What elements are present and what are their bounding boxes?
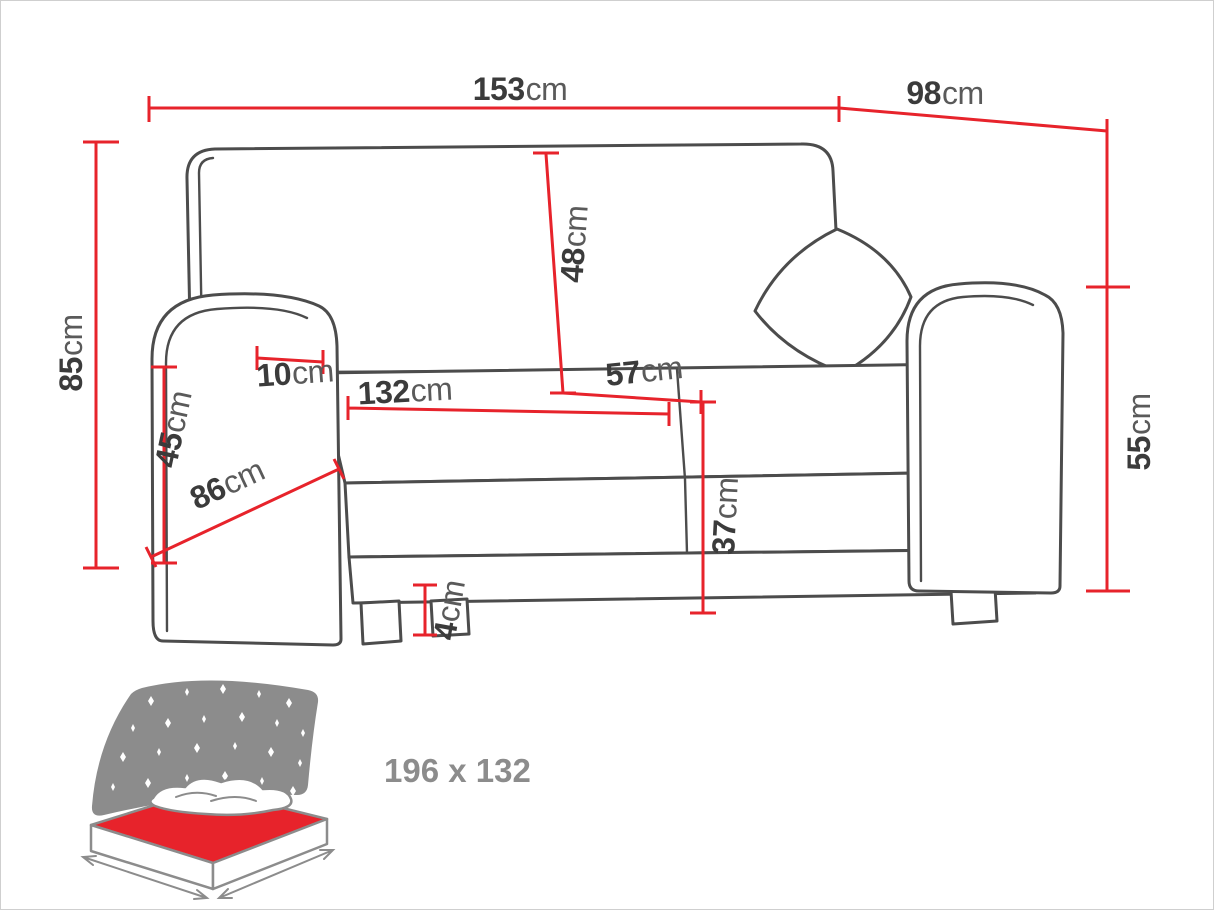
dim-line-seat-height	[690, 400, 716, 615]
dim-unit-total-depth: cm	[941, 75, 984, 111]
dim-value-side-height: 55	[1121, 436, 1157, 471]
sofa-backrest	[185, 142, 845, 375]
dim-label-total-depth: 98cm	[906, 75, 984, 111]
dim-line-total-depth	[838, 106, 1109, 143]
dim-line-total-height	[83, 140, 119, 570]
dim-unit-backrest-height: cm	[555, 204, 595, 249]
sofa-backrest-inner-edge	[197, 156, 215, 343]
dim-value-armrest-height: 45	[147, 429, 190, 471]
dim-value-seat-depth: 57	[603, 353, 642, 393]
dim-label-side-height: 55cm	[1121, 393, 1157, 471]
dim-unit-leg-height: cm	[429, 577, 472, 625]
dim-unit-seat-width: cm	[409, 370, 454, 409]
dim-value-backrest-height: 48	[553, 246, 592, 284]
dim-unit-armrest-width: cm	[290, 352, 335, 392]
dim-line-leg-height	[413, 583, 437, 637]
dim-value-seat-height: 37	[705, 519, 743, 556]
sofa-illustration	[150, 142, 1065, 647]
blanket	[149, 777, 293, 817]
dim-unit-total-width: cm	[525, 71, 568, 107]
dim-value-seat-width: 132	[356, 372, 411, 412]
dim-label-armrest-width: 10cm	[255, 352, 335, 394]
armrest-left	[150, 292, 343, 647]
dim-label-total-height: 85cm	[53, 314, 89, 392]
dim-label-seat-height: 37cm	[705, 476, 745, 556]
dim-value-total-depth: 98	[906, 75, 941, 111]
mattress-side-right	[211, 817, 329, 891]
dim-value-total-width: 153	[472, 71, 525, 107]
armrest-left-roll	[164, 306, 309, 633]
dim-line-armrest-height	[151, 365, 177, 565]
seat-front-seam	[683, 477, 689, 555]
seat-middle-seam	[675, 367, 687, 481]
dim-unit-seat-depth: cm	[639, 349, 685, 390]
dimension-lines	[83, 96, 1130, 637]
stars	[111, 684, 305, 796]
dim-value-total-height: 85	[53, 357, 89, 392]
dim-label-backrest-height: 48cm	[553, 204, 595, 284]
dim-line-armrest-width	[255, 346, 325, 374]
width-arrow	[216, 849, 336, 899]
dim-label-total-width: 153cm	[473, 73, 568, 105]
dim-unit-total-height: cm	[53, 314, 89, 357]
dim-label-seat-width: 132cm	[356, 370, 454, 412]
sleeping-size-label: 196 x 132	[384, 752, 531, 789]
dim-unit-seat-height: cm	[706, 476, 745, 520]
sofa-leg-middle	[429, 597, 471, 638]
armrest-right	[905, 281, 1065, 595]
dim-line-seat-width	[346, 396, 671, 426]
sleeping-area-icon	[80, 680, 336, 900]
dim-unit-side-height: cm	[1121, 393, 1157, 436]
armrest-right-roll	[918, 294, 1035, 583]
blanket-creases	[175, 791, 257, 802]
dim-value-armrest-width: 10	[255, 355, 293, 394]
length-arrow	[80, 855, 210, 900]
dim-label-seat-depth: 57cm	[603, 349, 685, 393]
dim-line-side-height	[1086, 131, 1130, 593]
sofa-leg-left	[359, 599, 403, 646]
